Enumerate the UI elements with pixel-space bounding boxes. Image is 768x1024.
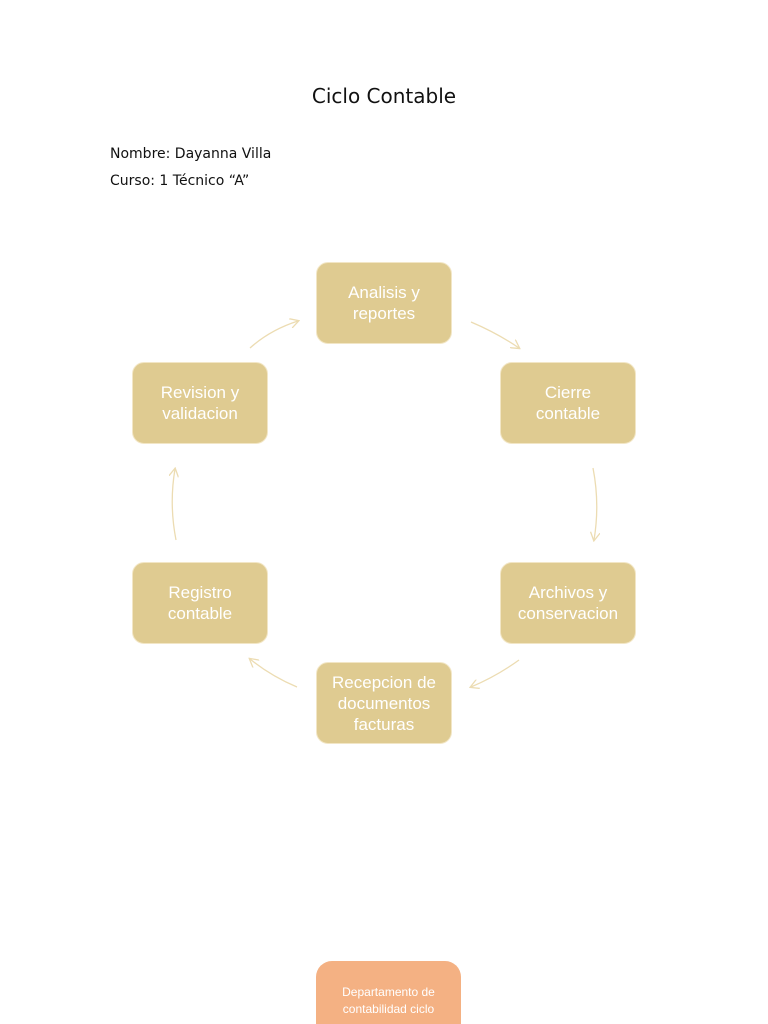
arrow-archivos-to-recepcion [471, 659, 520, 687]
arrow-analisis-to-cierre [470, 321, 519, 348]
node-registro-contable: Registro contable [132, 562, 268, 644]
node-recepcion-de-documentos: Recepcion de documentos facturas [316, 662, 452, 744]
arrow-registro-to-revision [172, 469, 176, 541]
node-analisis-y-reportes: Analisis y reportes [316, 262, 452, 344]
course-line: Curso: 1 Técnico “A” [110, 173, 250, 189]
node-archivos-y-conservacion: Archivos y conservacion [500, 562, 636, 644]
student-name: Nombre: Dayanna Villa [110, 146, 272, 162]
node-cierre-contable: Cierre contable [500, 362, 636, 444]
arrow-cierre-to-archivos [593, 467, 597, 540]
arrow-revision-to-analisis [249, 321, 298, 349]
footer-department-box: Departamento de contabilidad ciclo [316, 961, 461, 1024]
node-revision-y-validacion: Revision y validacion [132, 362, 268, 444]
document-title: Ciclo Contable [311, 84, 457, 108]
arrow-recepcion-to-registro [250, 659, 298, 688]
